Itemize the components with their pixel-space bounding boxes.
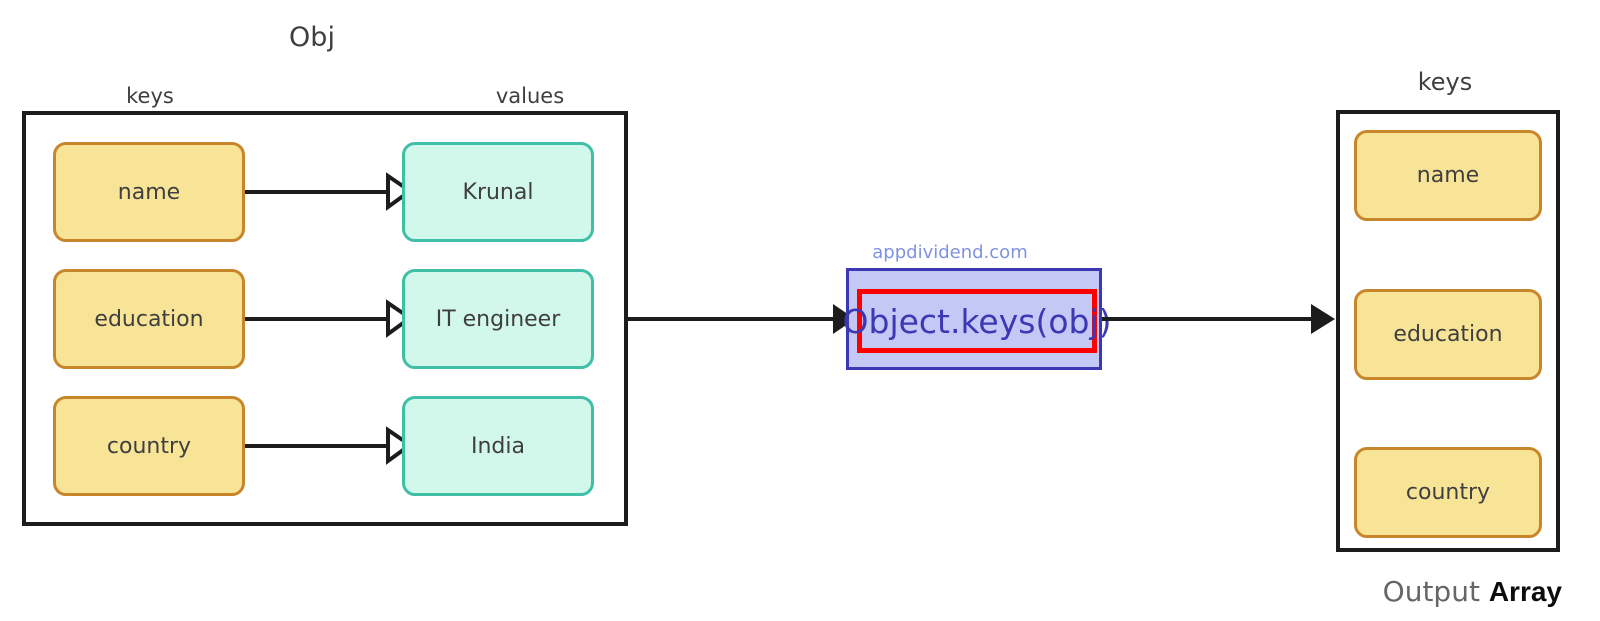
value-box-it-engineer-label: IT engineer bbox=[435, 306, 561, 332]
arrow-line-processor-to-output bbox=[1102, 317, 1317, 321]
source-column-header-keys: keys bbox=[126, 84, 174, 108]
output-column-header-keys: keys bbox=[1417, 68, 1473, 96]
output-item-name[interactable]: name bbox=[1354, 130, 1542, 221]
value-box-it-engineer[interactable]: IT engineer bbox=[402, 269, 594, 369]
processor-code-label: Object.keys(obj) bbox=[842, 301, 1112, 341]
watermark-label: appdividend.com bbox=[872, 242, 1028, 263]
arrow-line-source-to-processor bbox=[628, 317, 841, 321]
processor-highlight-frame bbox=[857, 289, 1097, 353]
output-caption: Output Array bbox=[1300, 575, 1562, 608]
value-box-krunal-label: Krunal bbox=[462, 179, 534, 205]
diagram-title: Obj bbox=[289, 22, 335, 53]
value-box-krunal[interactable]: Krunal bbox=[402, 142, 594, 242]
output-item-education[interactable]: education bbox=[1354, 289, 1542, 380]
source-column-header-values: values bbox=[495, 84, 565, 108]
key-box-country[interactable]: country bbox=[53, 396, 245, 496]
output-caption-prefix: Output bbox=[1382, 575, 1480, 608]
value-box-india-label: India bbox=[471, 433, 525, 459]
output-caption-emphasis: Array bbox=[1488, 576, 1562, 607]
processor-box[interactable]: Object.keys(obj) bbox=[842, 268, 1112, 370]
key-box-name[interactable]: name bbox=[53, 142, 245, 242]
output-caption-space bbox=[1480, 575, 1489, 608]
output-item-country-label: country bbox=[1405, 480, 1491, 505]
open-arrowhead-icon-country bbox=[386, 426, 414, 465]
open-arrowhead-icon-name bbox=[386, 172, 414, 211]
connector-line-country bbox=[245, 444, 397, 448]
solid-arrowhead-icon-to-output bbox=[1311, 304, 1335, 334]
key-box-education-label: education bbox=[94, 306, 204, 332]
output-item-country[interactable]: country bbox=[1354, 447, 1542, 538]
open-arrowhead-icon-education bbox=[386, 299, 414, 338]
key-box-name-label: name bbox=[117, 179, 181, 205]
output-item-name-label: name bbox=[1416, 163, 1480, 188]
value-box-india[interactable]: India bbox=[402, 396, 594, 496]
solid-arrowhead-icon-to-processor bbox=[833, 304, 855, 334]
connector-line-name bbox=[245, 190, 397, 194]
connector-line-education bbox=[245, 317, 397, 321]
key-box-country-label: country bbox=[106, 433, 192, 459]
key-box-education[interactable]: education bbox=[53, 269, 245, 369]
output-item-education-label: education bbox=[1393, 322, 1503, 347]
